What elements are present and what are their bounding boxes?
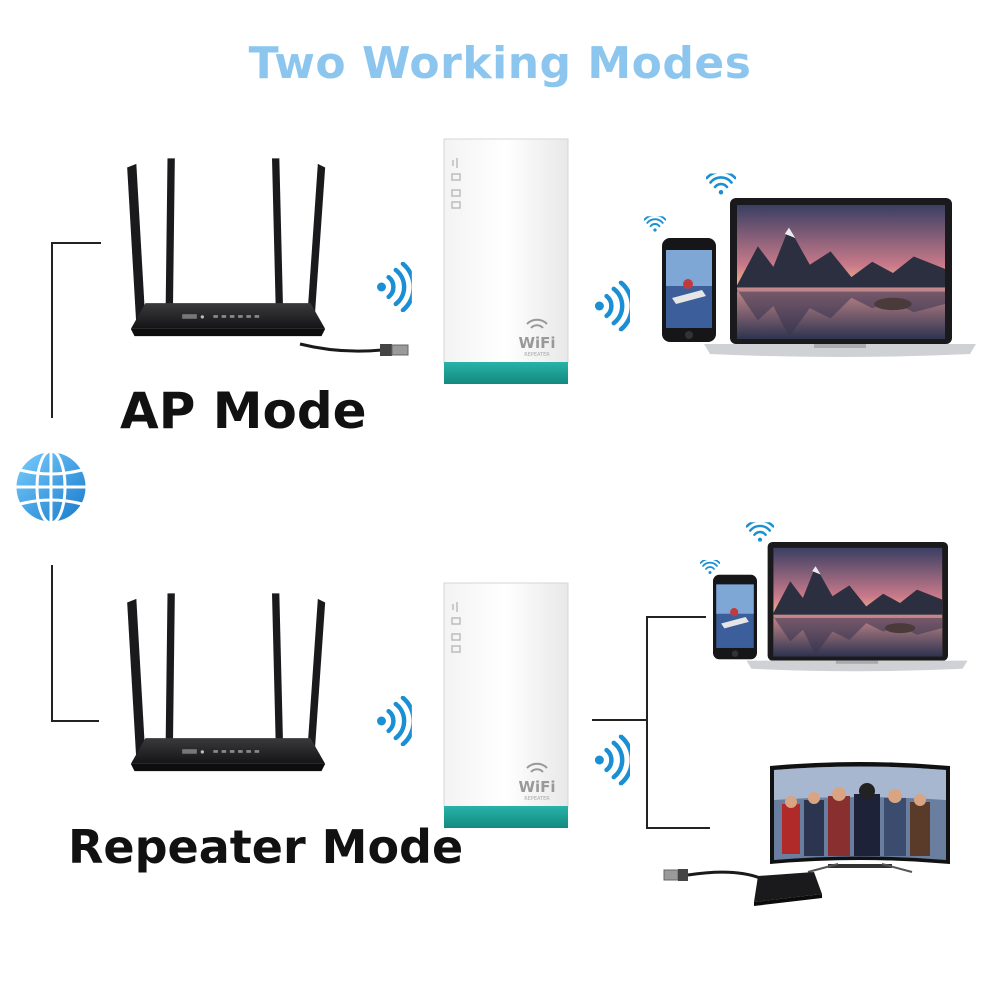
repeater-logo: WiFi — [518, 778, 555, 796]
connector-line — [646, 827, 710, 829]
connector-line — [51, 242, 101, 244]
globe-icon — [13, 449, 89, 525]
router-icon — [118, 145, 338, 355]
repeater-logo-sub: REPEATER — [524, 352, 550, 358]
repeater-device: WiFi REPEATER — [443, 138, 569, 384]
wifi-signal-icon — [706, 173, 736, 195]
tv-icon — [770, 762, 950, 873]
page-title: Two Working Modes — [248, 38, 752, 89]
smartphone-icon — [662, 238, 716, 342]
wifi-signal-icon — [376, 696, 412, 746]
connector-line — [51, 242, 53, 418]
connector-line — [592, 719, 647, 721]
connector-line — [646, 616, 706, 618]
wifi-signal-icon — [700, 560, 720, 574]
smartphone-icon — [713, 574, 757, 660]
router-icon — [118, 580, 338, 790]
ethernet-cable — [299, 342, 409, 356]
connector-line — [646, 616, 648, 829]
repeater-logo-sub: REPEATER — [524, 796, 550, 802]
wifi-signal-icon — [746, 522, 774, 542]
wifi-signal-icon — [594, 734, 630, 786]
wifi-signal-icon — [376, 262, 412, 312]
repeater-device: WiFi REPEATER — [443, 582, 569, 828]
laptop-icon — [704, 198, 976, 357]
wifi-signal-icon — [644, 216, 666, 232]
wifi-signal-icon — [594, 280, 630, 332]
repeater-mode-label: Repeater Mode — [68, 820, 464, 874]
repeater-logo: WiFi — [518, 334, 555, 352]
tv-box-icon — [663, 869, 822, 906]
connector-line — [51, 720, 99, 722]
connector-line — [51, 565, 53, 722]
laptop-icon — [746, 542, 968, 672]
ap-mode-label: AP Mode — [120, 382, 367, 440]
